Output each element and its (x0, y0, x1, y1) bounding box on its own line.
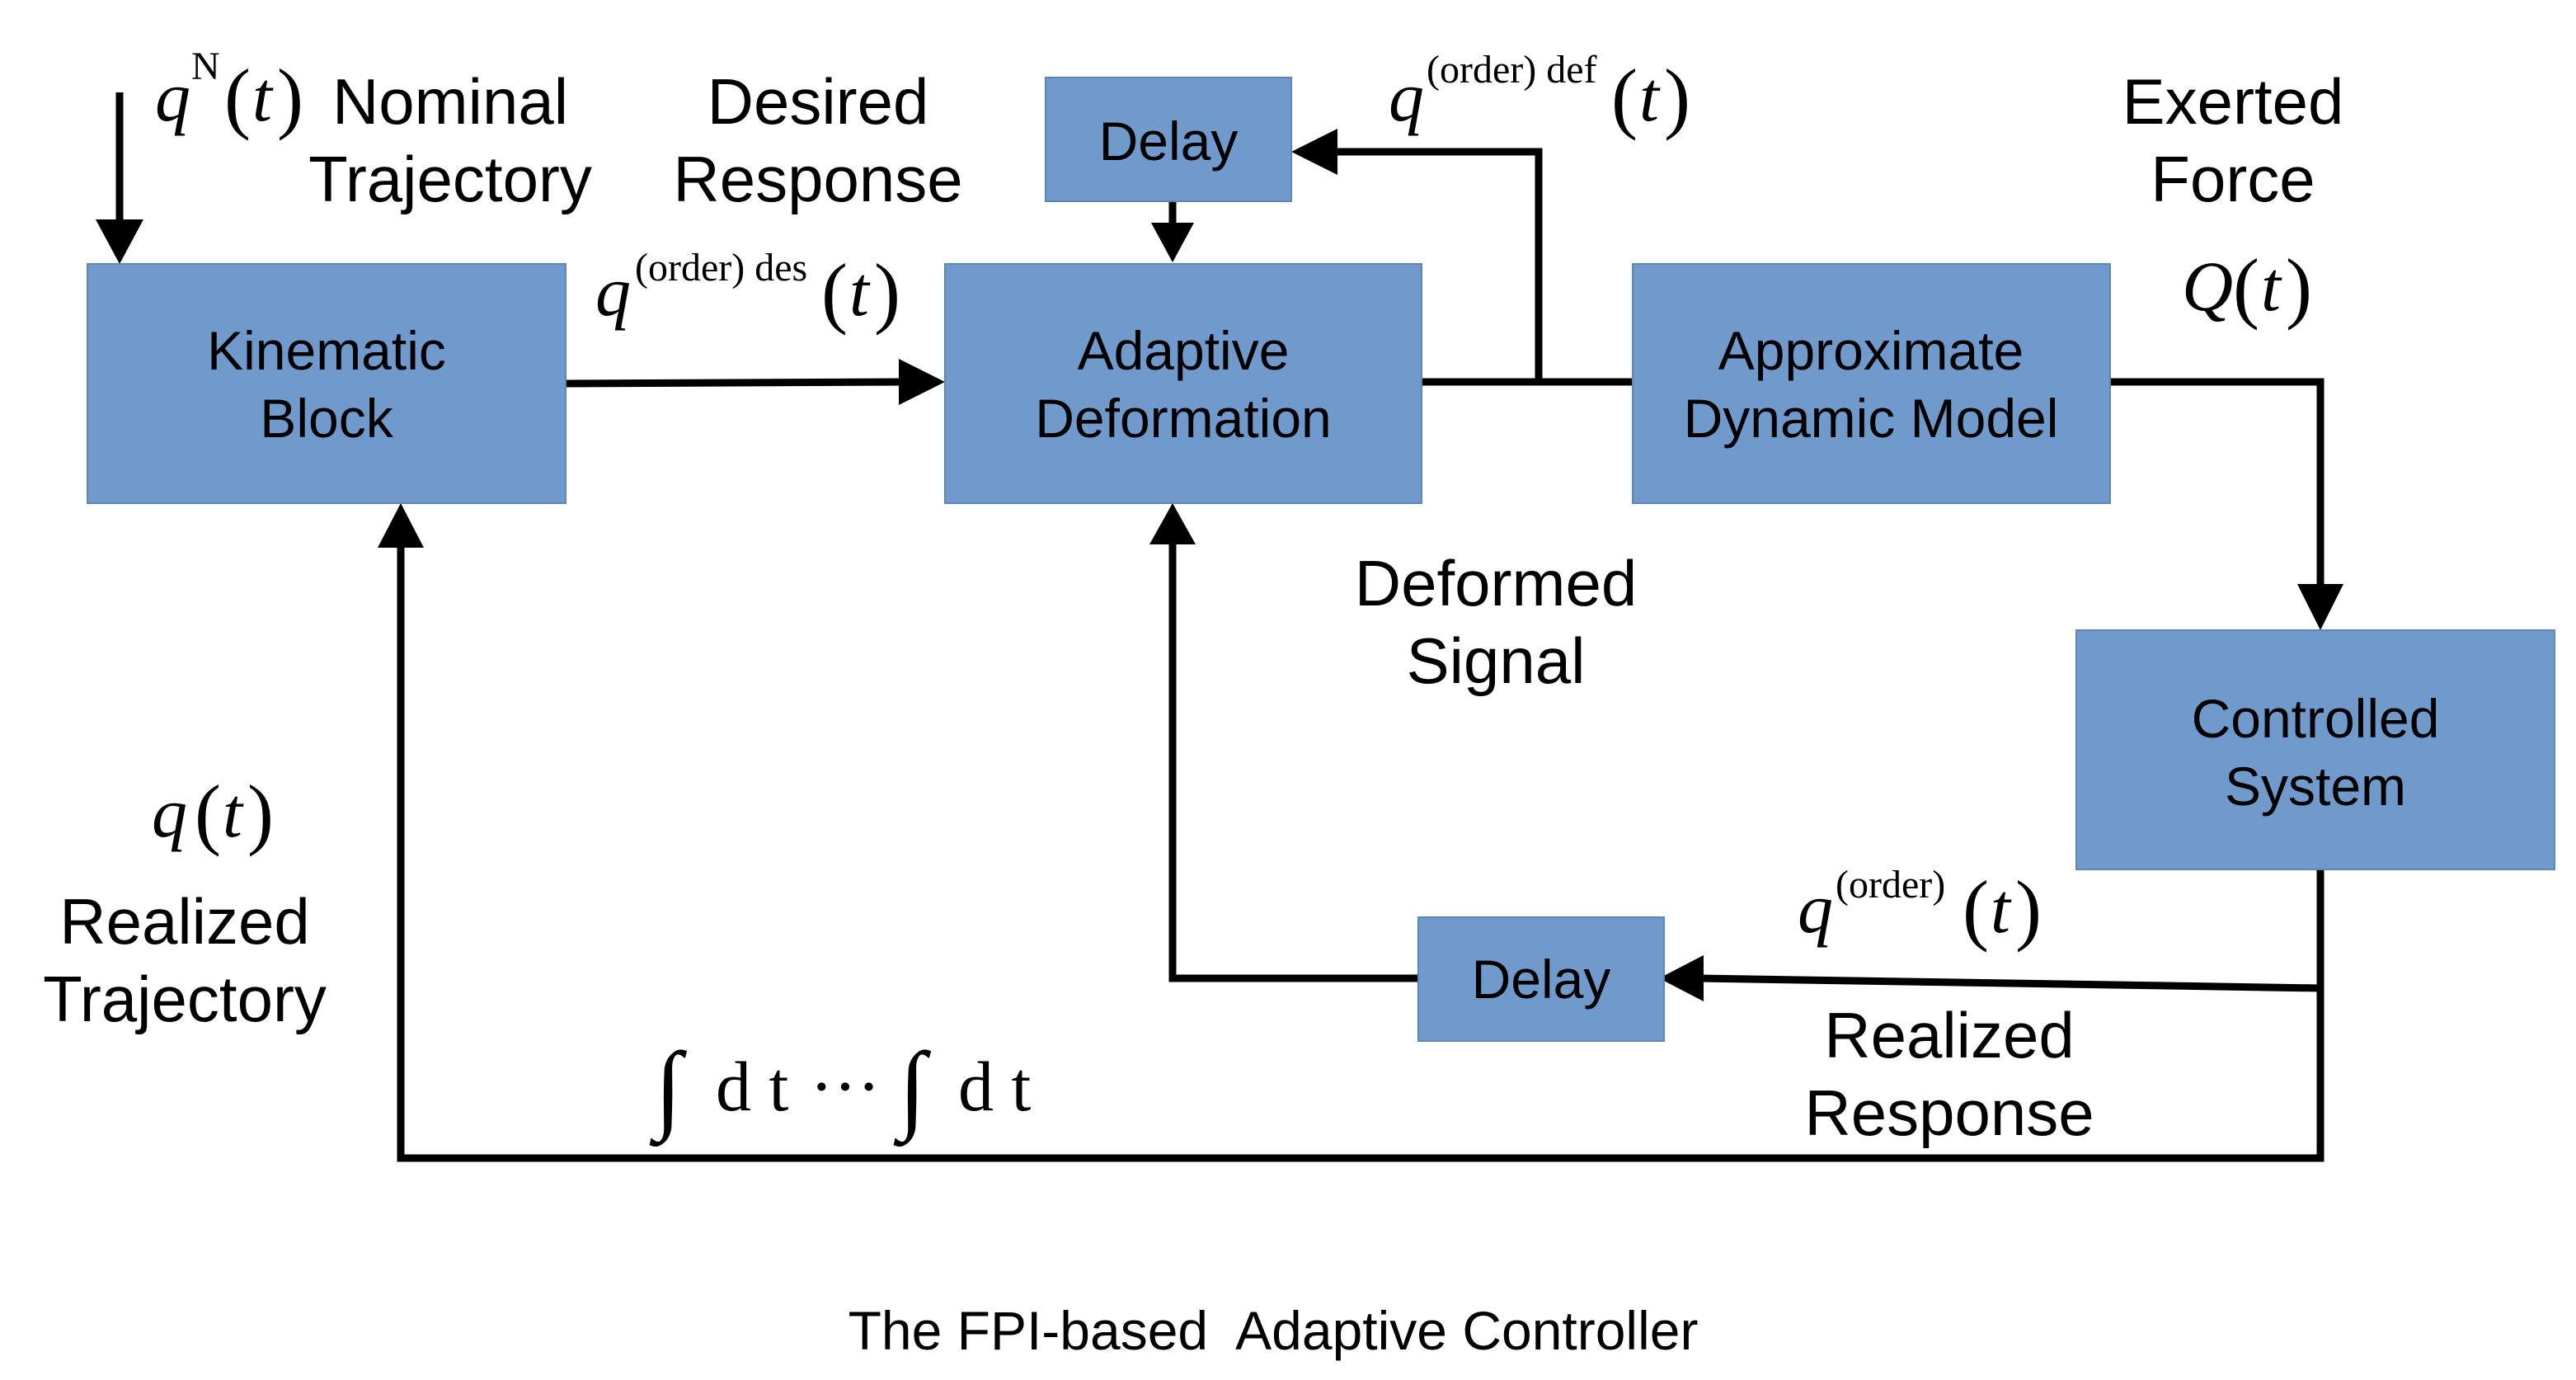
approximate-block-line2: Dynamic Model (1684, 388, 2059, 449)
adaptive-block-line2: Deformation (1035, 388, 1332, 449)
svg-text:(: ( (1963, 864, 1989, 953)
svg-text:q: q (595, 252, 631, 331)
bottom-delay-output-line (1168, 541, 1418, 982)
kinematic-block-line1: Kinematic (207, 320, 446, 381)
math-realized-response: q (order) ( t ) (1798, 863, 2042, 953)
svg-text:): ) (2286, 243, 2312, 331)
desired-response-arrowhead (899, 359, 945, 405)
adaptive-deformation-block: Adaptive Deformation (944, 263, 1422, 504)
svg-text:t: t (849, 252, 871, 331)
realized-trajectory-arrowhead (378, 503, 424, 548)
realized-response-label-line1: Realized (1824, 999, 2075, 1072)
realized-trajectory-label-line1: Realized (59, 885, 310, 958)
svg-text:(: ( (195, 769, 221, 857)
exerted-force-line (2110, 378, 2325, 587)
svg-text:t: t (1639, 57, 1661, 136)
svg-text:···: ··· (810, 1047, 881, 1126)
top-delay-block: Delay (1045, 77, 1292, 202)
integral-symbol-2: ∫ (893, 1032, 932, 1147)
controlled-block-line1: Controlled (2192, 688, 2440, 749)
nominal-input-arrowhead (96, 219, 143, 264)
realized-response-label-line2: Response (1804, 1076, 2094, 1149)
approximate-block-line1: Approximate (1718, 320, 2024, 381)
math-deformed: q (order) def ( t ) (1389, 48, 1690, 141)
exerted-label-line1: Exerted (2122, 65, 2344, 138)
math-desired: q (order) des ( t ) (595, 246, 900, 336)
bottom-delay-label: Delay (1472, 949, 1611, 1010)
bottom-delay-block: Delay (1417, 916, 1665, 1042)
approximate-dynamic-model-block: Approximate Dynamic Model (1632, 263, 2111, 504)
svg-text:q: q (155, 57, 190, 136)
controlled-output-line (397, 544, 2325, 1162)
kinematic-block: Kinematic Block (87, 263, 566, 504)
bottom-delay-output-arrowhead (1149, 503, 1196, 544)
svg-text:q: q (152, 773, 187, 852)
deformed-label-line1: Deformed (1355, 547, 1637, 619)
math-integrals: ∫ d t ··· ∫ d t (649, 1032, 1032, 1147)
controlled-system-block: Controlled System (2075, 629, 2555, 870)
svg-text:(: ( (1611, 53, 1638, 141)
svg-text:t: t (223, 773, 244, 852)
svg-text:): ) (277, 53, 303, 141)
svg-text:(order) des: (order) des (635, 246, 807, 290)
kinematic-block-line2: Block (260, 388, 393, 449)
exerted-force-arrowhead (2297, 584, 2343, 630)
svg-text:): ) (874, 247, 900, 336)
diagram-caption: The FPI-based Adaptive Controller (848, 1300, 1699, 1361)
deformed-feedback-line (1336, 148, 1543, 382)
svg-text:d t: d t (716, 1047, 789, 1126)
svg-text:t: t (2261, 247, 2282, 326)
svg-text:(: ( (821, 247, 848, 336)
math-nominal: q N ( t ) (155, 45, 303, 141)
svg-text:): ) (1664, 53, 1690, 141)
svg-text:t: t (1991, 869, 2012, 948)
controlled-block-line2: System (2225, 756, 2406, 817)
svg-text:t: t (252, 57, 274, 136)
top-delay-label: Delay (1099, 111, 1239, 172)
realized-trajectory-label-line2: Trajectory (43, 963, 327, 1035)
math-realized-trajectory: q ( t ) (152, 769, 274, 857)
realized-response-line (1698, 974, 2321, 992)
desired-label-line2: Response (673, 143, 962, 215)
svg-text:(: ( (2233, 243, 2259, 331)
nominal-label-line2: Trajectory (308, 143, 592, 215)
math-exerted-force: Q ( t ) (2182, 243, 2312, 331)
svg-text:Q: Q (2182, 247, 2233, 326)
svg-text:): ) (2015, 864, 2042, 953)
nominal-label-line1: Nominal (332, 65, 568, 138)
svg-text:(: ( (224, 53, 251, 141)
deformed-label-line2: Signal (1407, 624, 1586, 697)
top-delay-arrowhead (1291, 129, 1337, 175)
connectors (96, 92, 2343, 1162)
svg-text:N: N (191, 45, 220, 88)
svg-text:(order): (order) (1836, 863, 1945, 907)
top-delay-output-arrowhead (1151, 223, 1194, 262)
bottom-delay-input-arrowhead (1659, 955, 1704, 1001)
svg-text:d t: d t (958, 1047, 1032, 1126)
integral-symbol-1: ∫ (649, 1032, 688, 1147)
desired-label-line1: Desired (707, 65, 929, 138)
adaptive-block-line1: Adaptive (1078, 320, 1290, 381)
svg-text:q: q (1389, 57, 1424, 136)
svg-text:(order) def: (order) def (1427, 48, 1597, 92)
exerted-label-line2: Force (2151, 143, 2315, 215)
svg-text:q: q (1798, 869, 1833, 948)
svg-text:): ) (247, 769, 274, 857)
desired-response-line (565, 378, 904, 388)
